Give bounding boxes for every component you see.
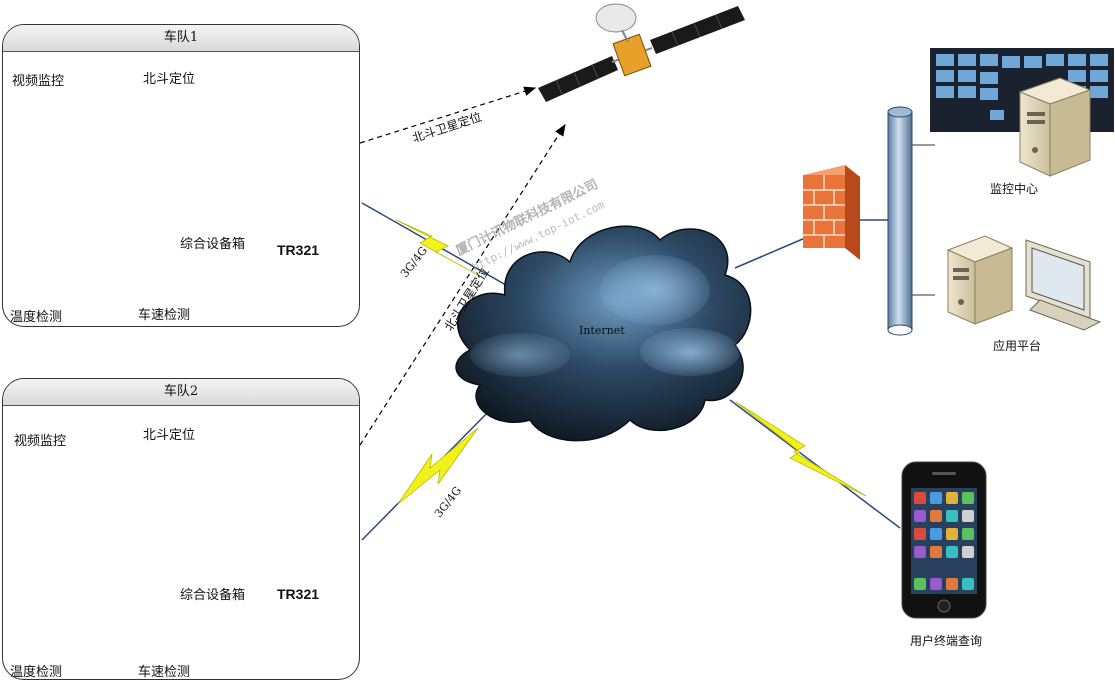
fleet2-title: 车队2: [3, 379, 359, 406]
fleet2-speed-label: 车速检测: [138, 665, 191, 680]
cloud-firewall-line: [734, 237, 806, 269]
fleet1-temp-label: 温度检测: [10, 310, 63, 325]
fleet1-box-label: 综合设备箱: [180, 237, 246, 252]
monitor-center-label: 监控中心: [990, 182, 1039, 196]
fleet1-panel: 车队1: [2, 24, 360, 327]
smartphone-icon: [901, 461, 987, 619]
satellite-icon: [538, 3, 745, 102]
fleet1-title: 车队1: [3, 25, 359, 52]
monitor-icon: [1025, 239, 1102, 331]
fleet1-video-label: 视频监控: [12, 74, 65, 89]
lightning-bolt-upper: [395, 219, 479, 276]
fleet2-video-label: 视频监控: [14, 434, 67, 449]
fleet2-tracker-label: TR321: [277, 586, 320, 602]
firewall-icon: [803, 165, 860, 260]
app-platform-label: 应用平台: [993, 339, 1042, 353]
internet-label: Internet: [579, 324, 625, 337]
fleet2-panel: 车队2: [2, 378, 360, 680]
sat-link-upper: [359, 86, 537, 144]
network-bus-icon: [887, 106, 913, 336]
internet-cloud-icon: [455, 225, 752, 442]
sat-link-lower: [359, 123, 566, 446]
cloud-phone-line: [729, 399, 901, 529]
fleet2-beidou-label: 北斗定位: [143, 428, 196, 443]
lightning-bolt-lower: [397, 427, 479, 505]
fleet1-tracker-label: TR321: [277, 242, 320, 258]
fleet2-temp-label: 温度检测: [10, 665, 63, 680]
user-terminal-label: 用户终端查询: [910, 634, 983, 648]
server-icon-app-platform: [946, 235, 1014, 325]
lightning-bolt-right: [735, 401, 867, 497]
fleet1-speed-label: 车速检测: [138, 308, 191, 323]
fleet2-box-label: 综合设备箱: [180, 588, 246, 603]
server-icon-monitor-center: [1018, 77, 1092, 177]
fleet1-beidou-label: 北斗定位: [143, 72, 196, 87]
